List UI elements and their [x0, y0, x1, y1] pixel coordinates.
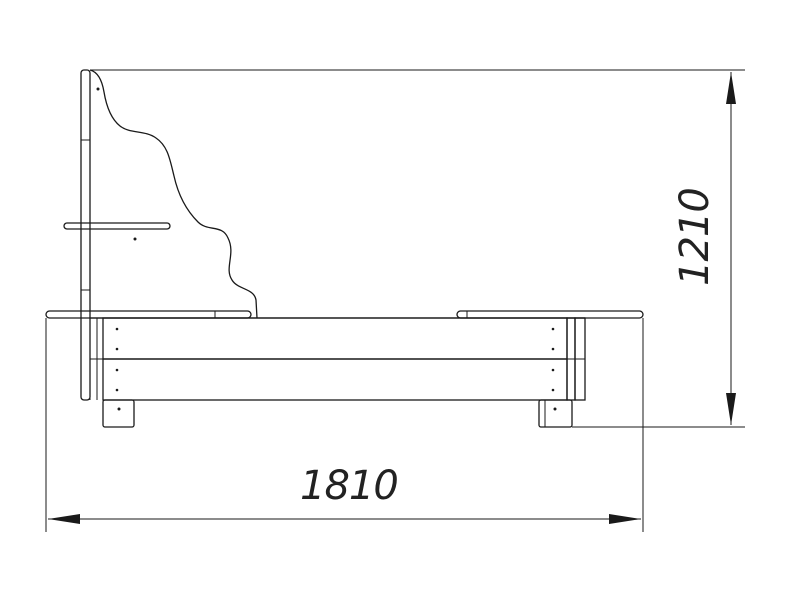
box-screws [115, 327, 555, 392]
right-seat-plank [456, 310, 644, 319]
left-foot [102, 399, 135, 428]
box-body [89, 317, 586, 401]
width-dimension [45, 318, 644, 532]
left-seat-plank [45, 310, 252, 319]
right-foot [538, 399, 573, 428]
side-shelf [63, 222, 171, 241]
height-dimension-label: 1210 [672, 188, 718, 286]
wavy-side-board [89, 69, 258, 319]
back-panel [80, 69, 91, 401]
width-dimension-label: 1810 [300, 463, 398, 509]
screw-dot [96, 87, 100, 91]
height-dimension [90, 69, 745, 428]
